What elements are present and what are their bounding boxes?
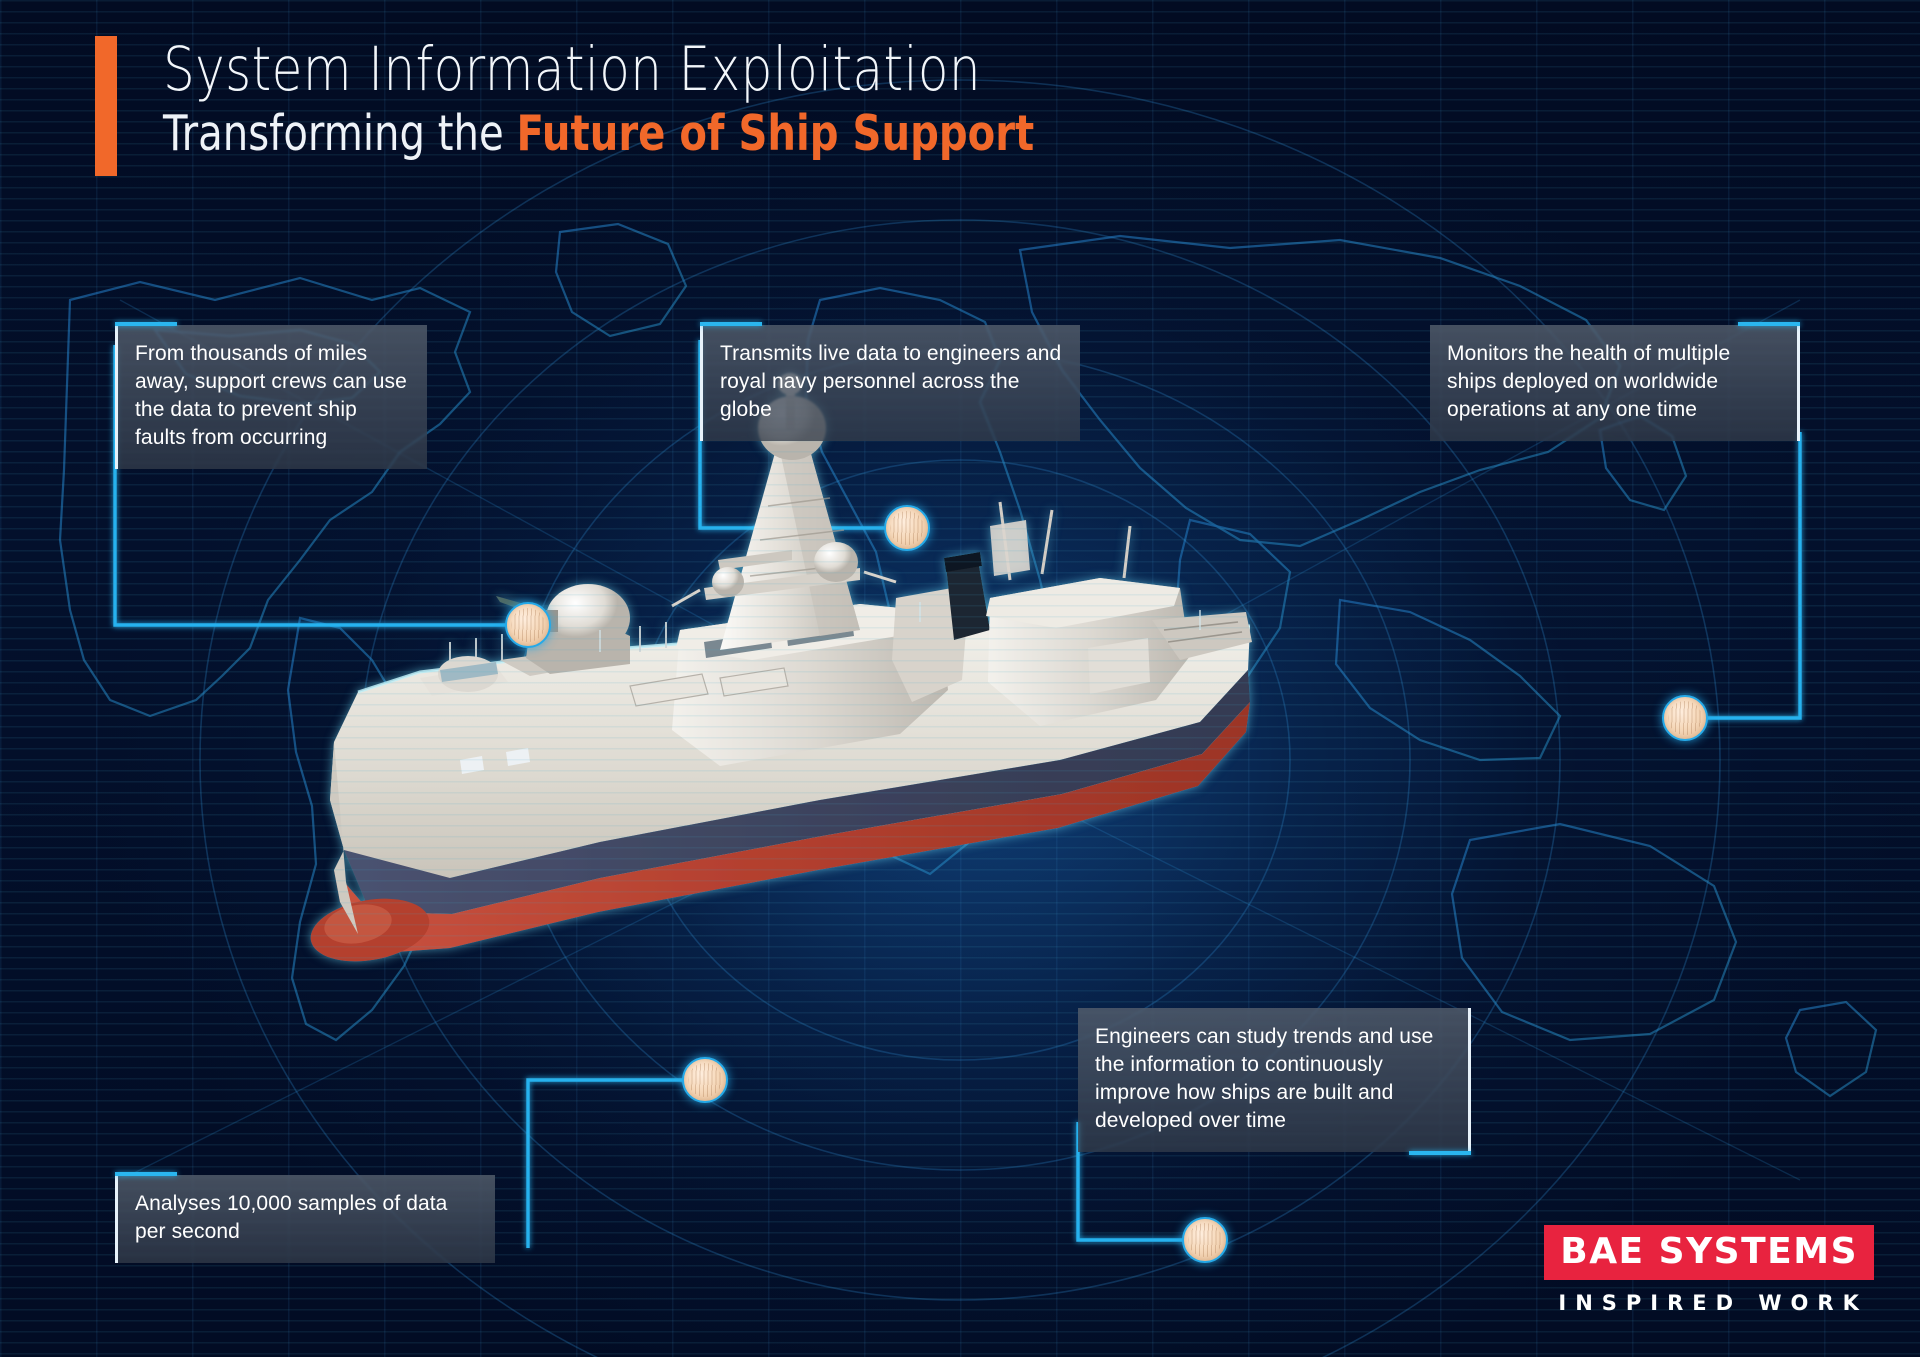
- corner-bracket-icon: [1409, 1150, 1471, 1155]
- callout-text: Engineers can study trends and use the i…: [1095, 1025, 1434, 1132]
- sensor-node-marker-4[interactable]: [1182, 1217, 1228, 1263]
- callout-trend-analysis[interactable]: Engineers can study trends and use the i…: [1078, 1008, 1471, 1155]
- corner-bracket-icon: [700, 322, 762, 326]
- corner-bracket-icon: [1738, 322, 1800, 326]
- page-title: System Information Exploitation: [163, 34, 982, 105]
- callout-fleet-health[interactable]: Monitors the health of multiple ships de…: [1430, 322, 1800, 441]
- page-subtitle: Transforming the Future of Ship Support: [163, 107, 1034, 161]
- corner-bracket-icon: [115, 322, 177, 326]
- callout-remote-support[interactable]: From thousands of miles away, support cr…: [115, 322, 427, 469]
- callout-text: Analyses 10,000 samples of data per seco…: [135, 1192, 448, 1243]
- logo-wordmark: BAE SYSTEMS: [1544, 1225, 1874, 1280]
- sensor-node-marker-1[interactable]: [505, 602, 551, 648]
- destroyer-ship-illustration: [310, 373, 1252, 962]
- callout-sample-rate[interactable]: Analyses 10,000 samples of data per seco…: [115, 1172, 495, 1263]
- corner-bracket-icon: [115, 1172, 177, 1176]
- sensor-node-marker-3[interactable]: [1662, 695, 1708, 741]
- bae-systems-logo[interactable]: BAE SYSTEMS INSPIRED WORK: [1544, 1225, 1874, 1315]
- accent-bar: [95, 36, 117, 176]
- sensor-node-marker-5[interactable]: [682, 1057, 728, 1103]
- page-header: System Information Exploitation Transfor…: [95, 36, 1225, 176]
- callout-live-data[interactable]: Transmits live data to engineers and roy…: [700, 322, 1080, 441]
- callout-text: Monitors the health of multiple ships de…: [1447, 342, 1731, 421]
- callout-text: Transmits live data to engineers and roy…: [720, 342, 1062, 421]
- logo-tagline: INSPIRED WORK: [1558, 1291, 1868, 1315]
- subtitle-highlight: Future of Ship Support: [516, 105, 1035, 163]
- subtitle-prefix: Transforming the: [163, 105, 517, 163]
- callout-text: From thousands of miles away, support cr…: [135, 342, 407, 449]
- sensor-node-marker-2[interactable]: [884, 505, 930, 551]
